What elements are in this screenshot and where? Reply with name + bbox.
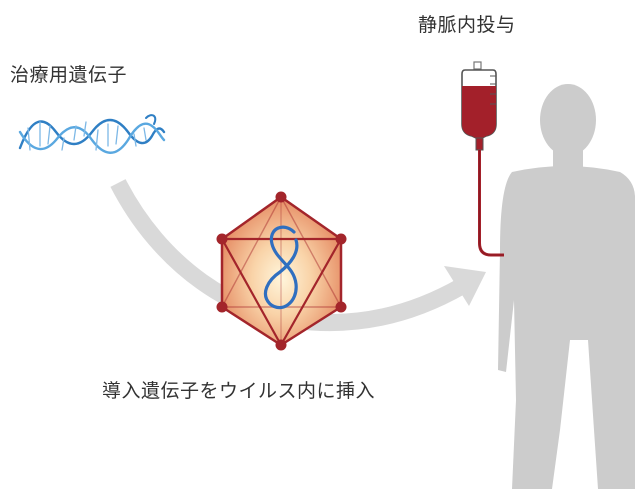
iv-administration-label: 静脈内投与 [418, 14, 516, 36]
arrow-head [444, 266, 486, 306]
iv-bag-icon [461, 61, 504, 257]
dna-helix-icon [18, 114, 166, 154]
insert-gene-label: 導入遺伝子をウイルス内に挿入 [102, 380, 376, 402]
viral-capsid-icon [216, 191, 347, 351]
gene-in-capsid [264, 225, 299, 310]
human-silhouette-icon [498, 84, 635, 489]
therapeutic-gene-label: 治療用遺伝子 [10, 64, 128, 86]
iv-tube [478, 150, 504, 257]
